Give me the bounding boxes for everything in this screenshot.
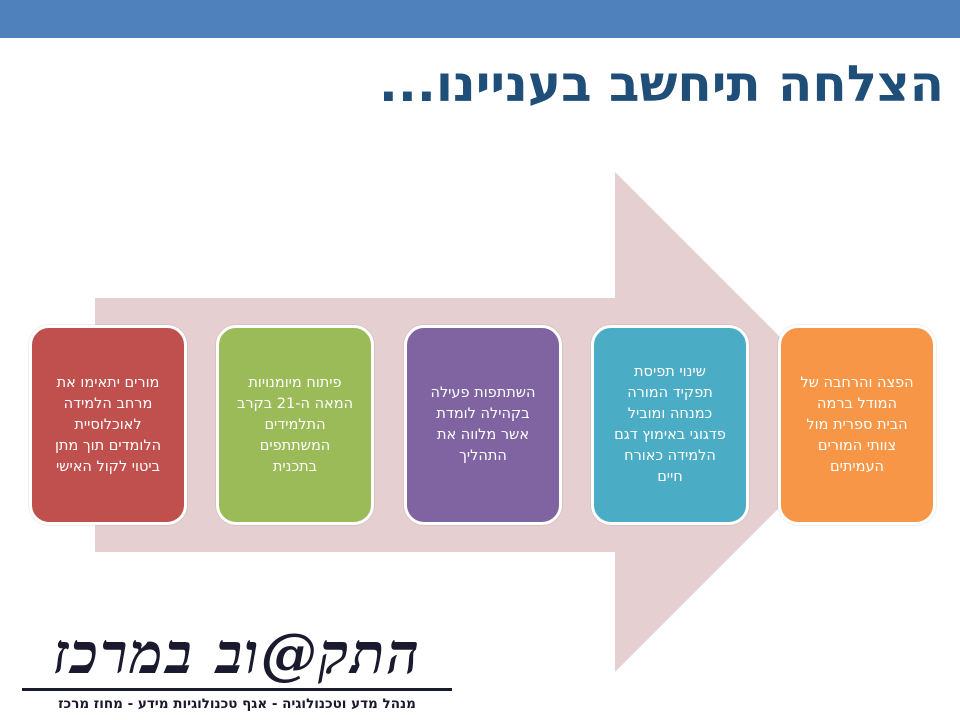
step-card-3: השתתפות פעילה בקהילה לומדת אשר מלווה את … [404,325,562,525]
footer-divider [22,688,452,691]
footer-text: מנהל מדע וטכנולוגיה - אגף טכנולוגיות מיד… [58,696,416,712]
step-card-4: פיתוח מיומנויות המאה ה-21 בקרב התלמידים … [216,325,374,525]
top-accent-bar [0,0,960,38]
step-card-3-text: השתתפות פעילה בקהילה לומדת אשר מלווה את … [430,385,536,464]
step-card-2: שינוי תפיסת תפקיד המורה כמנחה ומוביל פדג… [591,325,749,525]
step-card-1: הפצה והרחבה של המודל ברמה הבית ספרית מול… [778,325,936,525]
step-card-4-text: פיתוח מיומנויות המאה ה-21 בקרב התלמידים … [236,374,354,475]
logo-wordmark: התק@וב במרכז [53,621,421,687]
step-card-2-text: שינוי תפיסת תפקיד המורה כמנחה ומוביל פדג… [614,364,726,485]
slide-title: הצלחה תיחשב בעניינו... [378,55,944,113]
step-card-1-text: הפצה והרחבה של המודל ברמה הבית ספרית מול… [800,374,914,475]
step-card-5-text: מורים יתאימו את מרחב הלמידה לאוכלוסיית ה… [54,374,162,475]
step-card-5: מורים יתאימו את מרחב הלמידה לאוכלוסיית ה… [29,325,187,525]
